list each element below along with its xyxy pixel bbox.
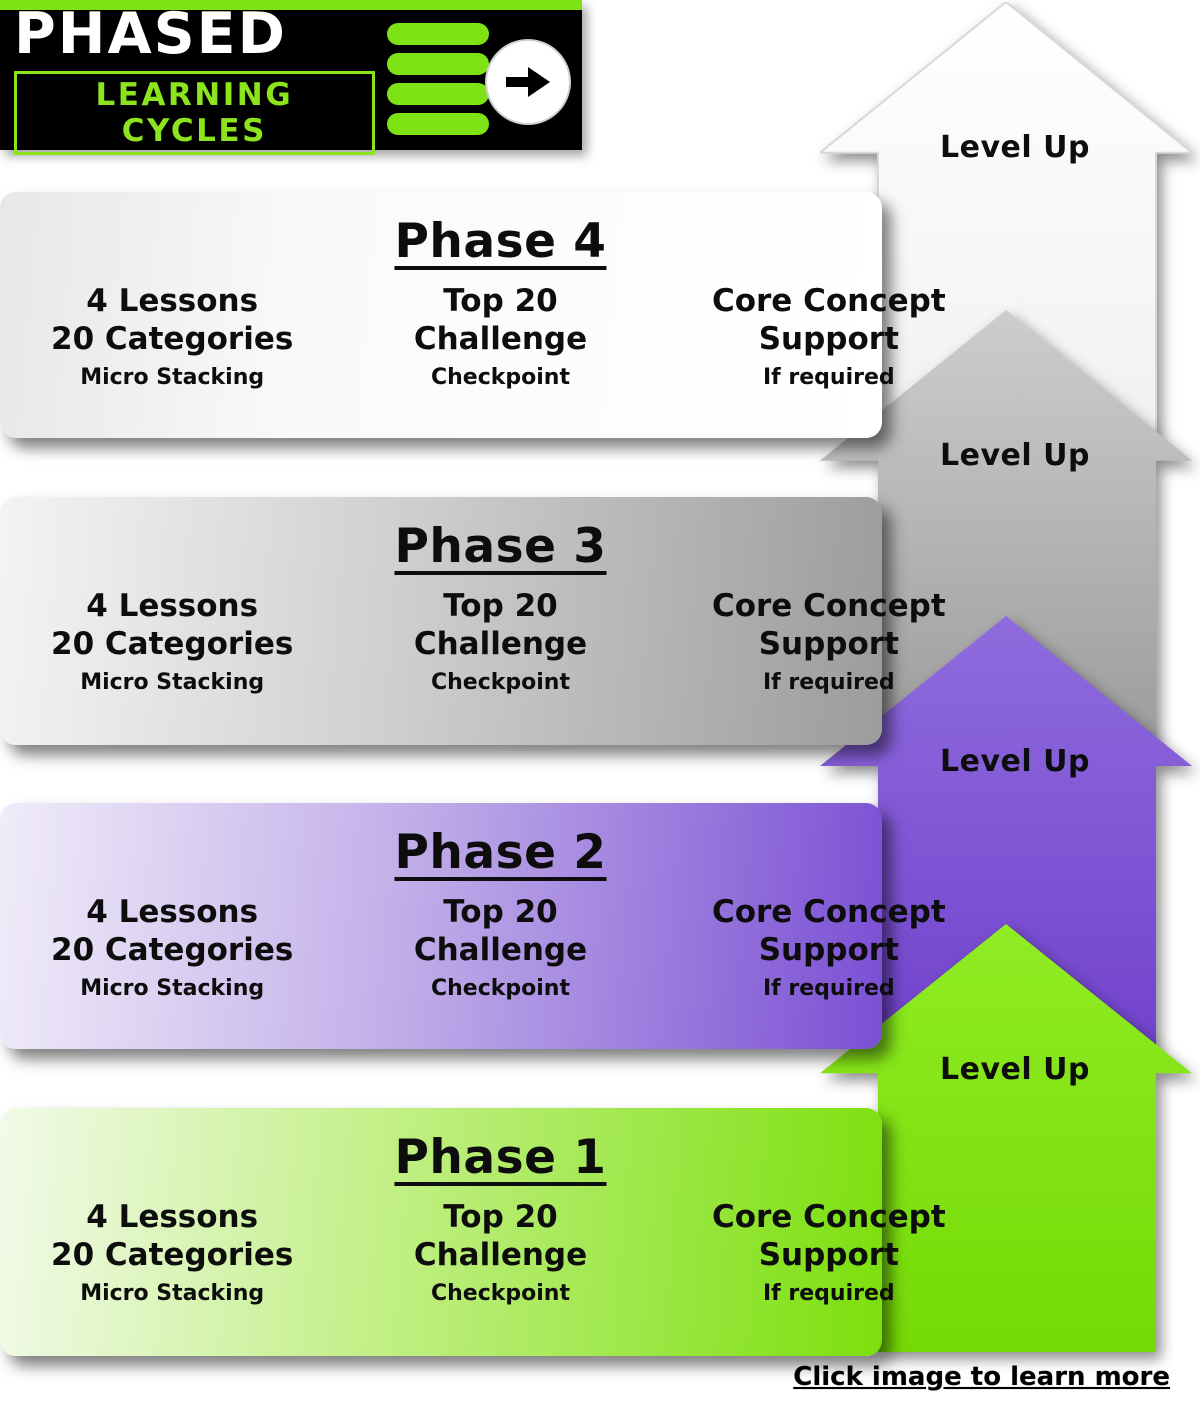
column-line: 20 Categories	[51, 320, 294, 357]
lessons-column: 4 Lessons 20 Categories Micro Stacking	[8, 588, 336, 697]
challenge-column: Top 20 Challenge Checkpoint	[336, 894, 664, 1003]
up-arrow-icon	[820, 616, 1192, 1046]
column-line: 4 Lessons	[86, 283, 259, 319]
column-line: Support	[758, 931, 899, 968]
column-subline: If required	[762, 364, 895, 390]
column-line: Top 20	[443, 1199, 558, 1235]
level-up-label: Level Up	[940, 130, 1090, 165]
column-line: Core Concept	[711, 588, 946, 624]
challenge-column: Top 20 Challenge Checkpoint	[336, 283, 664, 392]
column-line: Top 20	[443, 588, 558, 624]
column-subline: If required	[762, 1280, 895, 1306]
column-line: 20 Categories	[51, 931, 294, 968]
lessons-column: 4 Lessons 20 Categories Micro Stacking	[8, 1199, 336, 1308]
column-line: 4 Lessons	[86, 588, 259, 624]
challenge-column: Top 20 Challenge Checkpoint	[336, 588, 664, 697]
support-column: Core Concept Support If required	[665, 1199, 993, 1308]
up-arrow-icon	[820, 2, 1192, 434]
phase-title: Phase 1	[394, 1130, 607, 1185]
bar-icon	[386, 83, 489, 105]
level-up-arrow-phase-2: Level Up	[820, 616, 1192, 1046]
support-column: Core Concept Support If required	[665, 283, 993, 392]
bar-icon	[386, 113, 489, 135]
support-column: Core Concept Support If required	[665, 588, 993, 697]
bar-icon	[386, 23, 489, 45]
column-line: Support	[758, 625, 899, 662]
column-line: Core Concept	[711, 894, 946, 930]
column-line: 4 Lessons	[86, 894, 259, 930]
column-line: Support	[758, 320, 899, 357]
column-line: Top 20	[443, 283, 558, 319]
column-subline: If required	[762, 669, 895, 695]
column-line: Support	[758, 1236, 899, 1273]
column-line: Top 20	[443, 894, 558, 930]
phase-1-banner: Phase 1 4 Lessons 20 Categories Micro St…	[0, 1108, 946, 1356]
phase-title: Phase 4	[394, 214, 607, 269]
phase-3-banner: Phase 3 4 Lessons 20 Categories Micro St…	[0, 497, 946, 745]
lessons-column: 4 Lessons 20 Categories Micro Stacking	[8, 283, 336, 392]
column-line: Core Concept	[711, 283, 946, 319]
level-up-label: Level Up	[940, 438, 1090, 473]
level-up-label: Level Up	[940, 1052, 1090, 1087]
stacked-bars-icon	[386, 19, 489, 139]
column-line: Challenge	[413, 320, 588, 357]
column-line: Core Concept	[711, 1199, 946, 1235]
challenge-column: Top 20 Challenge Checkpoint	[336, 1199, 664, 1308]
lessons-column: 4 Lessons 20 Categories Micro Stacking	[8, 894, 336, 1003]
column-subline: Checkpoint	[431, 364, 570, 390]
phase-4-banner: Phase 4 4 Lessons 20 Categories Micro St…	[0, 192, 946, 438]
column-subline: Micro Stacking	[80, 364, 265, 390]
logo-text: PHASED LEARNING CYCLES	[14, 0, 375, 155]
column-subline: If required	[762, 975, 895, 1001]
support-column: Core Concept Support If required	[665, 894, 993, 1003]
column-line: Challenge	[413, 1236, 588, 1273]
column-subline: Checkpoint	[431, 975, 570, 1001]
learn-more-link[interactable]: Click image to learn more	[793, 1362, 1170, 1392]
level-up-arrow-phase-1: Level Up	[820, 924, 1192, 1352]
column-subline: Checkpoint	[431, 669, 570, 695]
up-arrow-icon	[820, 310, 1192, 742]
brand-name: PHASED	[14, 0, 287, 67]
column-subline: Micro Stacking	[80, 1280, 265, 1306]
phase-title: Phase 3	[394, 519, 607, 574]
stacked-bars-arrow-icon	[386, 17, 571, 143]
column-subline: Checkpoint	[431, 1280, 570, 1306]
column-subline: Micro Stacking	[80, 669, 265, 695]
column-line: Challenge	[413, 625, 588, 662]
arrow-right-circle-icon	[484, 39, 571, 125]
phase-title: Phase 2	[394, 825, 607, 880]
column-line: 20 Categories	[51, 625, 294, 662]
column-line: 4 Lessons	[86, 1199, 259, 1235]
column-line: Challenge	[413, 931, 588, 968]
column-subline: Micro Stacking	[80, 975, 265, 1001]
level-up-arrow-phase-3: Level Up	[820, 310, 1192, 742]
column-line: 20 Categories	[51, 1236, 294, 1273]
logo: PHASED LEARNING CYCLES	[0, 0, 582, 155]
brand-tagline: LEARNING CYCLES	[14, 70, 375, 155]
bar-icon	[386, 53, 489, 75]
level-up-label: Level Up	[940, 744, 1090, 779]
level-up-arrow-phase-4: Level Up	[820, 2, 1192, 434]
phase-2-banner: Phase 2 4 Lessons 20 Categories Micro St…	[0, 803, 946, 1049]
up-arrow-icon	[820, 924, 1192, 1352]
arrow-right-icon	[505, 67, 550, 97]
